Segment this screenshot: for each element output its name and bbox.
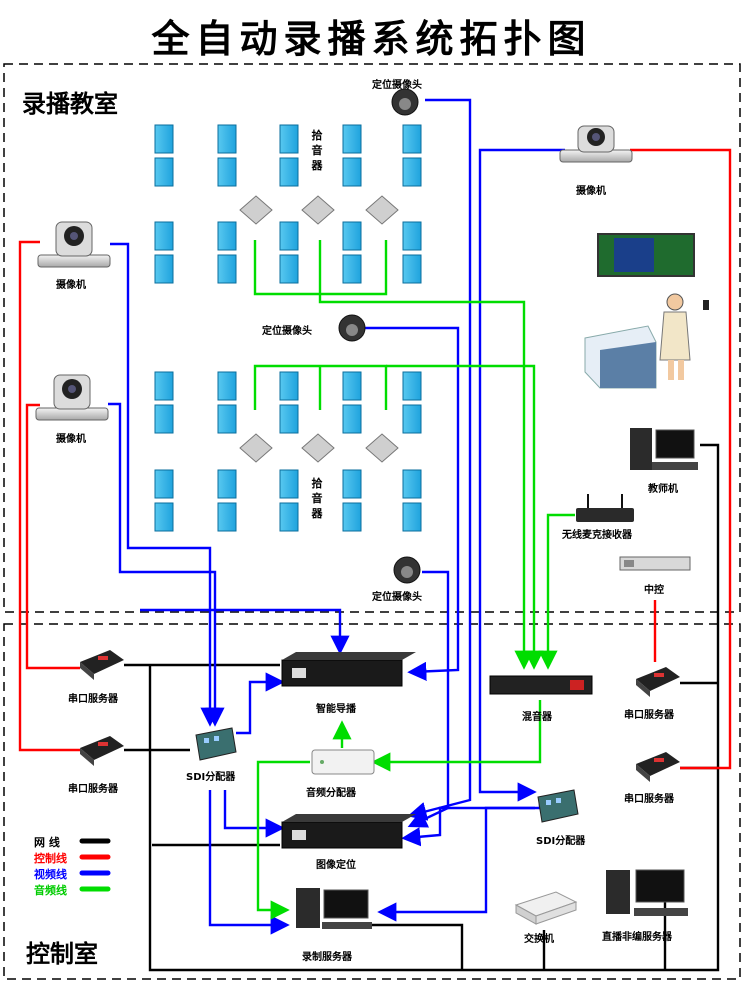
legend-network: 网 线 bbox=[34, 836, 60, 849]
teacher-pc-label: 教师机 bbox=[648, 484, 678, 495]
smart-director-icon bbox=[281, 652, 416, 687]
central-control-icon bbox=[619, 556, 691, 571]
serial-server-left-2-label: 串口服务器 bbox=[68, 784, 118, 795]
switch-icon bbox=[514, 891, 578, 925]
camera-icon bbox=[37, 221, 111, 268]
mixer-label: 混音器 bbox=[522, 712, 552, 723]
control-room-zone bbox=[3, 623, 741, 980]
student-desks bbox=[154, 124, 422, 532]
recording-server-label: 录制服务器 bbox=[302, 952, 352, 963]
audio-lines bbox=[253, 240, 575, 920]
camera-left-1-label: 摄像机 bbox=[56, 280, 86, 291]
blackboard-icon bbox=[597, 233, 695, 277]
central-control-label: 中控 bbox=[644, 585, 664, 596]
audio-splitter-label: 音频分配器 bbox=[306, 788, 356, 799]
serial-server-right-2-label: 串口服务器 bbox=[624, 794, 674, 805]
sdi-splitter-icon bbox=[195, 727, 237, 761]
smart-director-label: 智能导播 bbox=[316, 704, 356, 715]
wireless-mic-icon bbox=[703, 300, 709, 310]
mic-top-label: 拾音器 bbox=[311, 129, 323, 172]
camera-left-2-label: 摄像机 bbox=[56, 434, 86, 445]
live-server-icon bbox=[606, 869, 688, 916]
podium-icon bbox=[584, 325, 657, 389]
classroom-zone bbox=[3, 63, 741, 613]
serial-server-left-1-label: 串口服务器 bbox=[68, 694, 118, 705]
control-lines bbox=[18, 148, 732, 770]
video-lines bbox=[108, 98, 565, 935]
control-room-label: 控制室 bbox=[26, 939, 98, 968]
serial-server-right-1-label: 串口服务器 bbox=[624, 710, 674, 721]
page-title: 全自动录播系统拓扑图 bbox=[151, 16, 592, 61]
legend-lines bbox=[79, 838, 111, 892]
pos-camera-bottom-label: 定位摄像头 bbox=[372, 592, 422, 603]
legend-audio: 音频线 bbox=[34, 884, 67, 897]
serial-server-icon bbox=[636, 667, 680, 697]
sdi-splitter-left-label: SDI分配器 bbox=[186, 772, 236, 783]
mixer-icon bbox=[489, 675, 593, 695]
serial-server-icon bbox=[80, 736, 124, 766]
teacher-icon bbox=[659, 293, 691, 380]
camera-icon bbox=[35, 374, 109, 421]
camera-right-label: 摄像机 bbox=[576, 186, 606, 197]
sdi-splitter-right-label: SDI分配器 bbox=[536, 836, 586, 847]
ceiling-mic-icons bbox=[239, 195, 399, 463]
dome-camera-icon bbox=[391, 88, 419, 116]
classroom-label: 录播教室 bbox=[22, 89, 118, 118]
camera-icon bbox=[559, 125, 633, 163]
sdi-splitter-icon bbox=[537, 789, 579, 823]
legend-control: 控制线 bbox=[34, 852, 67, 865]
serial-server-icon bbox=[636, 752, 680, 782]
recording-server-icon bbox=[296, 888, 372, 929]
wireless-receiver-icon bbox=[576, 494, 634, 522]
image-positioning-label: 图像定位 bbox=[316, 860, 356, 871]
teacher-pc-icon bbox=[630, 428, 698, 470]
dome-camera-icon bbox=[338, 314, 366, 342]
pos-camera-top-label: 定位摄像头 bbox=[372, 80, 422, 91]
legend-video: 视频线 bbox=[34, 868, 67, 881]
dome-camera-icon bbox=[393, 556, 421, 584]
pos-camera-mid-label: 定位摄像头 bbox=[262, 326, 312, 337]
live-server-label: 直播非编服务器 bbox=[602, 932, 672, 943]
audio-splitter-icon bbox=[311, 749, 375, 775]
switch-label: 交换机 bbox=[524, 934, 554, 945]
image-positioning-icon bbox=[281, 814, 416, 849]
serial-server-icon bbox=[80, 650, 124, 680]
wireless-receiver-label: 无线麦克接收器 bbox=[562, 530, 632, 541]
mic-bottom-label: 拾音器 bbox=[311, 477, 323, 520]
